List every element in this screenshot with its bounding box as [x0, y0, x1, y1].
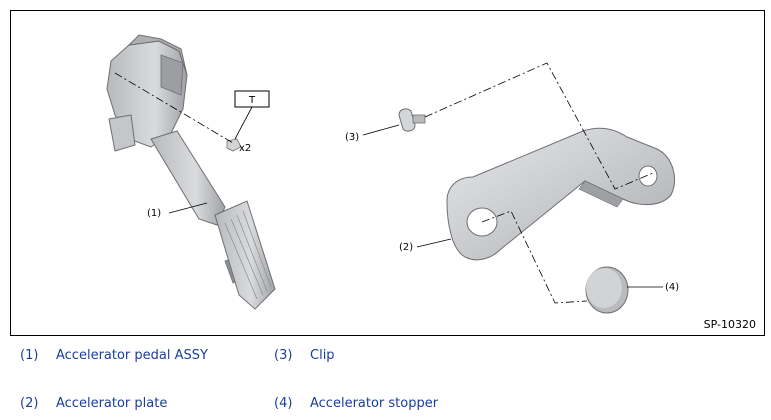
accelerator-plate	[446, 127, 675, 261]
legend-label: Accelerator stopper	[310, 396, 439, 411]
callout-3-leader	[362, 124, 400, 136]
legend-number: (2)	[20, 396, 39, 411]
legend-label: Accelerator pedal ASSY	[56, 348, 208, 363]
legend-label: Clip	[310, 348, 335, 363]
pedal-clip	[226, 138, 242, 152]
accelerator-pedal-assy	[106, 34, 276, 310]
clip-axis-line	[424, 62, 654, 190]
clip	[398, 108, 426, 132]
callout-3: (3)	[345, 132, 359, 143]
multiplier-label: x2	[239, 143, 251, 154]
tool-box-label: T	[248, 95, 256, 106]
exploded-diagram: T x2 (1) (2) (3) (4)	[10, 10, 765, 336]
legend-label: Accelerator plate	[56, 396, 168, 411]
pedal-axis-line	[114, 72, 234, 144]
tool-leader-line	[234, 106, 253, 140]
figure-code: SP-10320	[703, 318, 756, 331]
callout-4: (4)	[665, 282, 679, 293]
accelerator-stopper	[585, 266, 629, 314]
callout-1-leader	[168, 202, 208, 214]
callout-2: (2)	[399, 242, 413, 253]
legend-number: (3)	[274, 348, 293, 363]
callout-1: (1)	[147, 208, 161, 219]
callout-2-leader	[416, 238, 452, 248]
diagram-canvas: T x2 (1) (2) (3) (4)	[106, 34, 679, 314]
stopper-axis-line	[481, 210, 588, 304]
legend-number: (4)	[274, 396, 293, 411]
legend-number: (1)	[20, 348, 39, 363]
parts-legend: (1) Accelerator pedal ASSY (3) Clip (2) …	[0, 340, 771, 420]
